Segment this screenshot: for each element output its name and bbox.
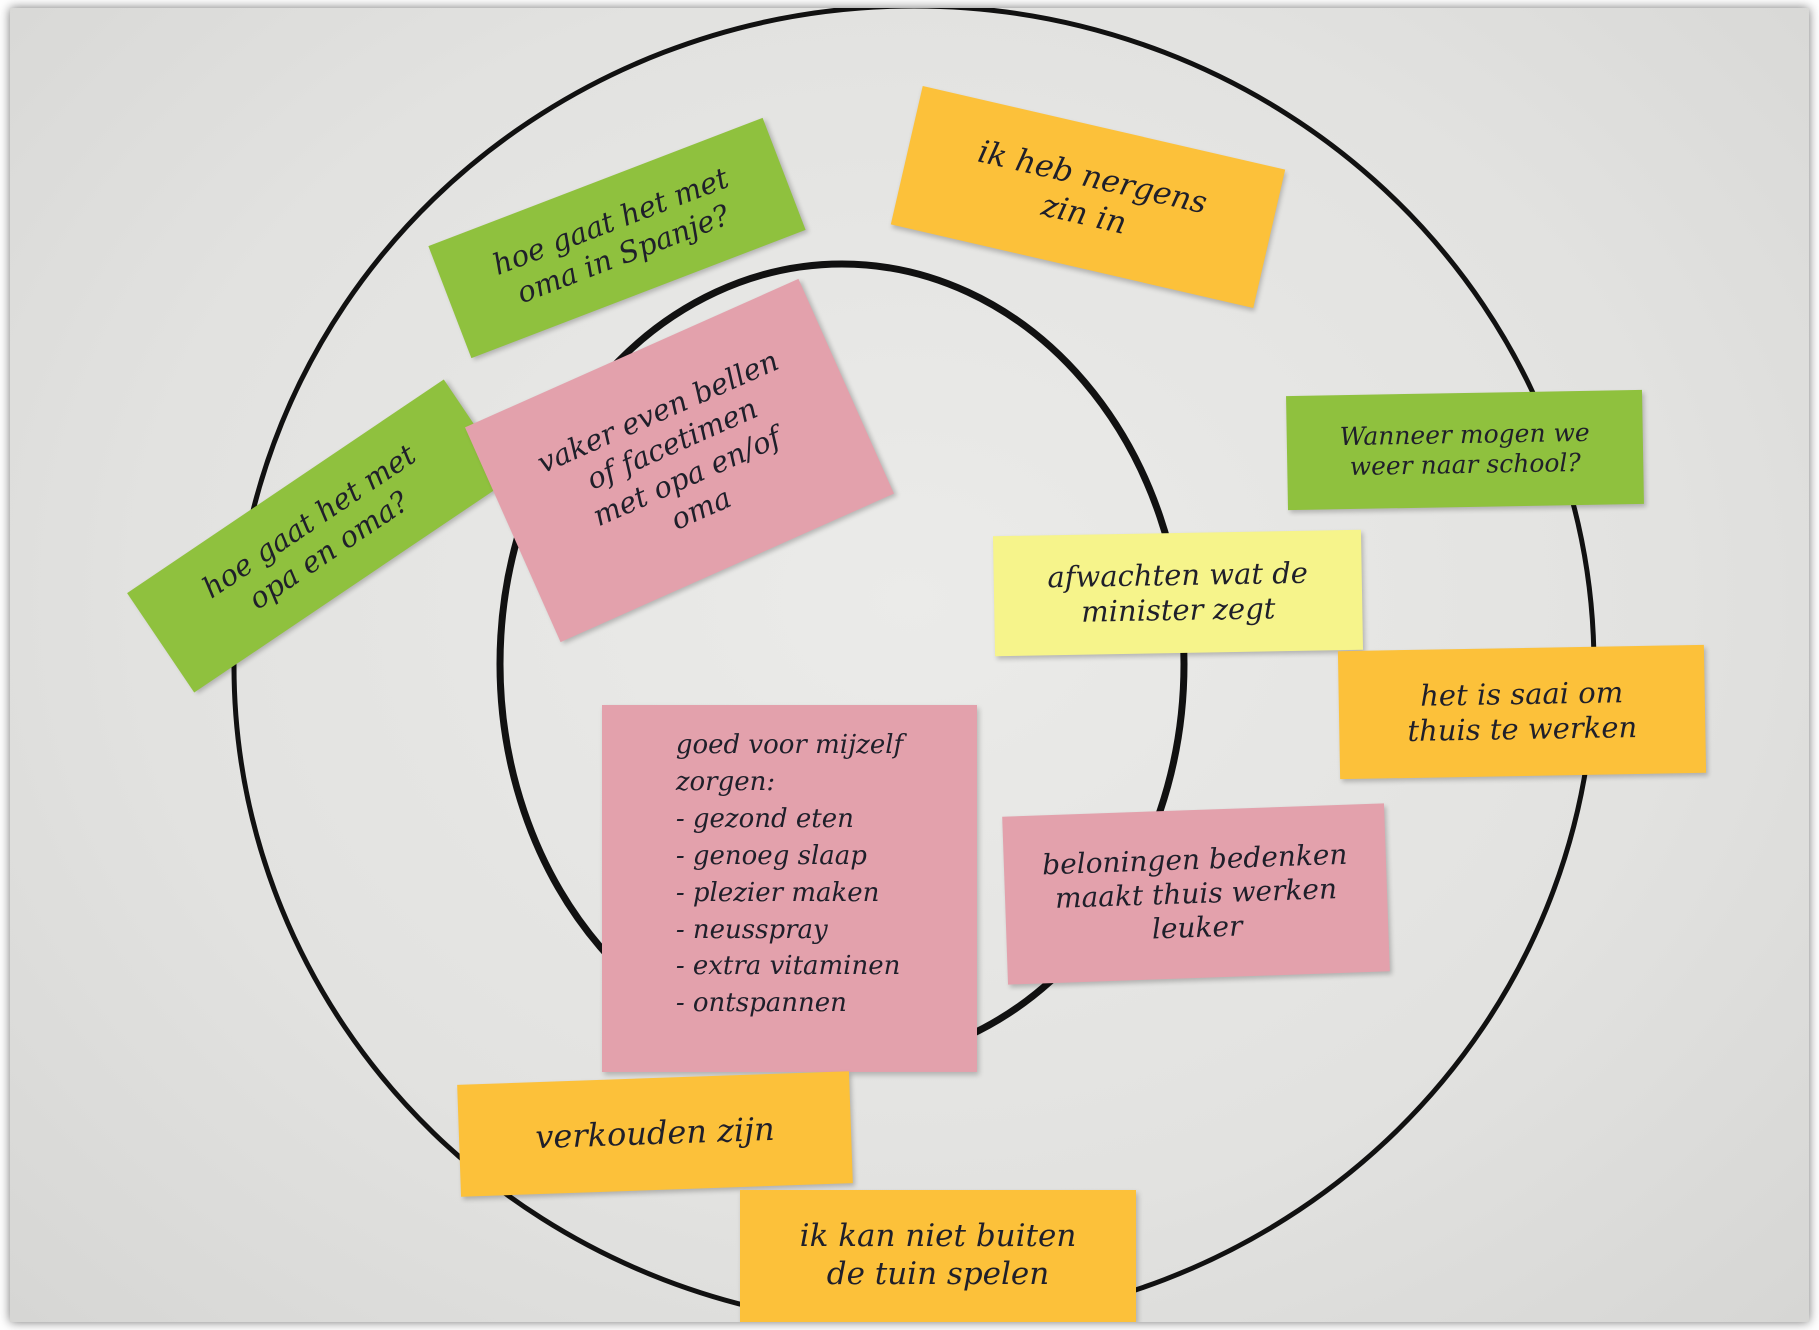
note-verkouden: verkouden zijn: [457, 1071, 853, 1197]
note-zorgen: goed voor mijzelf zorgen: - gezond eten …: [602, 705, 977, 1072]
note-buiten: ik kan niet buiten de tuin spelen: [740, 1190, 1136, 1322]
note-minister: afwachten wat de minister zegt: [992, 529, 1364, 657]
photo-surface: hoe gaat het met oma in Spanje? ik heb n…: [10, 8, 1809, 1322]
note-saai: het is saai om thuis te werken: [1337, 644, 1707, 780]
note-beloningen: beloningen bedenken maakt thuis werken l…: [1002, 803, 1390, 985]
note-school: Wanneer mogen we weer naar school?: [1286, 389, 1644, 511]
